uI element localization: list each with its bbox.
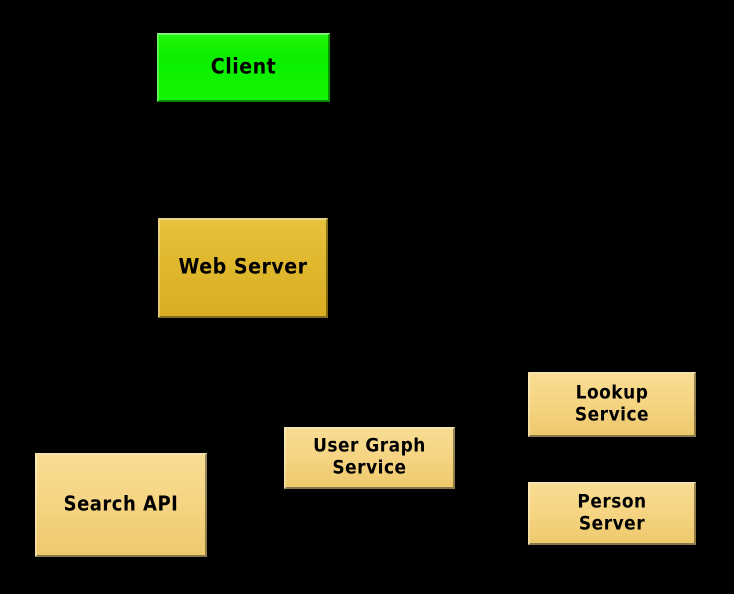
- edge-client-to-web-server: [242, 102, 244, 218]
- node-user-graph-service[interactable]: User Graph Service: [284, 427, 455, 489]
- node-lookup-service-label: Lookup Service: [574, 381, 650, 426]
- node-client-label: Client: [210, 54, 277, 79]
- edge-web-server-to-user-graph-service: [243, 318, 245, 427]
- node-user-graph-service-label: User Graph Service: [313, 434, 426, 480]
- edge-user-graph-service-to-person-server: [455, 513, 528, 515]
- edge-user-graph-service-to-lookup-service: [455, 404, 528, 406]
- node-web-server-label: Web Server: [178, 254, 308, 280]
- node-search-api[interactable]: Search API: [35, 453, 207, 557]
- node-lookup-service[interactable]: Lookup Service: [528, 372, 696, 437]
- node-person-server[interactable]: Person Server: [528, 482, 696, 545]
- edge-web-server-to-search-api: [121, 318, 123, 453]
- node-client[interactable]: Client: [157, 33, 330, 102]
- node-person-server-label: Person Server: [577, 490, 647, 535]
- node-search-api-label: Search API: [63, 492, 179, 516]
- node-web-server[interactable]: Web Server: [158, 218, 328, 318]
